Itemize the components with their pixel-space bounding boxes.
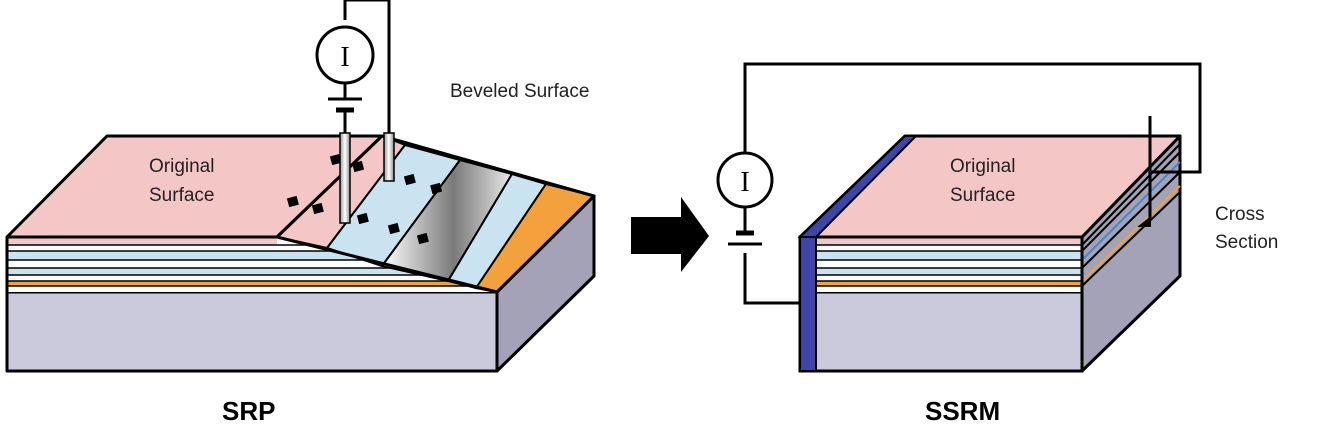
srp-probe-left — [339, 132, 351, 224]
ssrm-battery-icon — [728, 230, 762, 246]
srp-beveled-surface — [274, 134, 596, 294]
cross-section-label-2: Section — [1215, 232, 1278, 253]
ssrm-ammeter-symbol: I — [740, 167, 749, 198]
srp-circuit: I — [315, 0, 395, 224]
srp-ammeter-symbol: I — [340, 42, 349, 73]
srp-substrate-front — [5, 290, 499, 373]
srp-sample — [5, 134, 596, 373]
ssrm-probe-tip — [1137, 116, 1152, 227]
srp-battery-icon — [328, 97, 362, 113]
srp-ammeter-icon: I — [315, 25, 375, 85]
ssrm-cross-section-layers — [1081, 143, 1181, 287]
ssrm-substrate-front — [798, 290, 1084, 373]
ssrm-circuit: I — [716, 62, 1202, 305]
ssrm-sample — [797, 134, 1182, 373]
ssrm-original-surface-label-1: Original — [950, 156, 1015, 177]
ssrm-title: SSRM — [925, 396, 1000, 426]
srp-original-surface-label-2: Surface — [149, 185, 214, 206]
ssrm-back-contact — [799, 236, 817, 372]
srp-title: SRP — [222, 396, 275, 426]
right-arrow-icon — [631, 197, 709, 272]
beveled-surface-label: Beveled Surface — [450, 81, 589, 102]
srp-probe-marks — [286, 153, 443, 245]
srp-probe-right — [383, 132, 395, 182]
ssrm-ammeter-icon: I — [716, 151, 774, 209]
cross-section-label-1: Cross — [1215, 204, 1265, 225]
srp-original-surface-label-1: Original — [149, 156, 214, 177]
srp-layer-stack — [5, 237, 497, 292]
ssrm-original-surface-label-2: Surface — [950, 185, 1015, 206]
